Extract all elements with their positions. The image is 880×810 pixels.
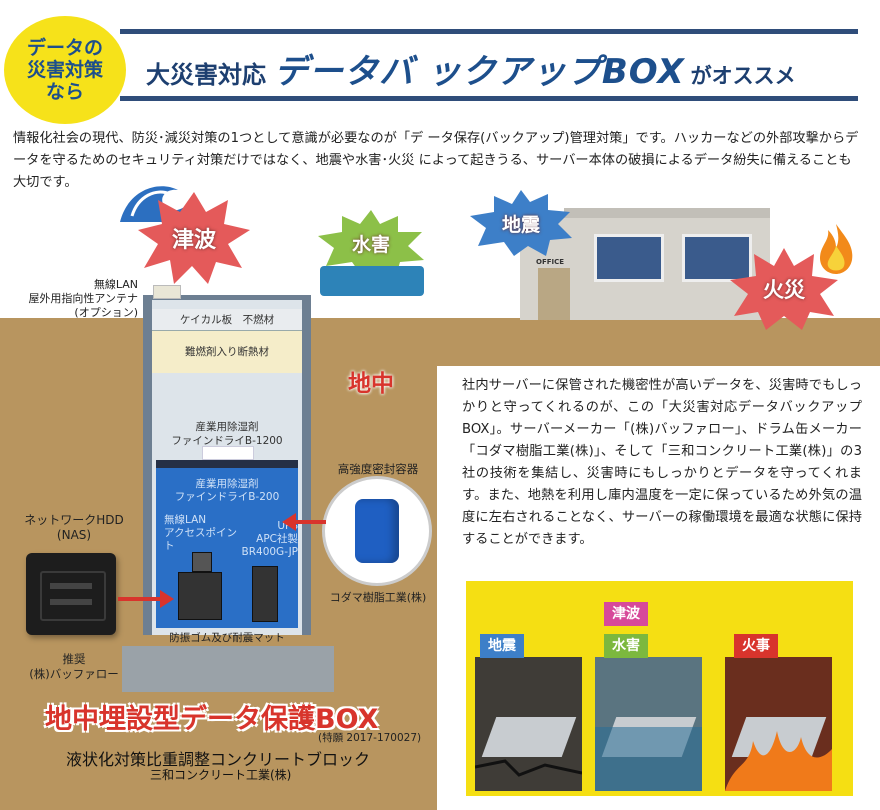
drum-icon (355, 499, 399, 563)
water-overlay (595, 727, 702, 791)
dehumidifier-pack (202, 446, 254, 460)
arrow-right-icon (118, 590, 174, 608)
access-point-device (192, 552, 212, 572)
nas-unit-in-box (178, 572, 222, 620)
building-window (594, 234, 664, 282)
title-main: データバ ックアップBOX (274, 52, 685, 92)
nas-caption-line-2: (株)バッファロー (29, 667, 119, 681)
header-badge: データの 災害対策 なら (4, 16, 126, 124)
nas-caption: 推奨 (株)バッファロー (20, 652, 128, 682)
flames-icon (725, 731, 832, 791)
badge-line-2: 災害対策 (26, 59, 103, 81)
badge-line-3: なら (45, 81, 84, 103)
panel-quake (475, 657, 582, 791)
panel-fire (725, 657, 832, 791)
antenna-icon (153, 285, 181, 299)
container-photo (322, 476, 432, 586)
badge-line-1: データの (26, 37, 103, 59)
arrow-left-icon (282, 513, 326, 531)
fire-label: 火災 (763, 278, 805, 302)
product-maker: 三和コンクリート工業(株) (150, 768, 292, 782)
dryer1-line-2: ファインドライB-1200 (171, 435, 283, 447)
tsunami-label: 津波 (171, 228, 216, 253)
crack-icon (475, 759, 582, 777)
header-rule-top (120, 29, 858, 34)
nas-caption-line-1: 推奨 (62, 652, 86, 666)
product-title: 地中埋設型データ保護BOX (45, 704, 379, 735)
tag-flood: 水害 (604, 634, 648, 658)
intro-paragraph: 情報化社会の現代、防災･減災対策の1つとして意識が必要なのが「デ ータ保存(バッ… (13, 131, 859, 190)
ups-line-3: BR400G-JP (241, 546, 298, 558)
description-paragraph: 社内サーバーに保管された機密性が高いデータを、災害時でもしっかりと守ってくれるの… (462, 378, 862, 547)
burst-quake: 地震 (468, 188, 574, 258)
underground-label: 地中 (348, 371, 394, 397)
quake-label: 地震 (501, 213, 540, 236)
building-roof (564, 208, 770, 220)
building-window (682, 234, 752, 282)
header-rule-bottom (120, 96, 858, 101)
dehumidifier-2: 産業用除湿剤 ファインドライB-200 (156, 478, 298, 504)
title-suffix: がオススメ (690, 64, 796, 88)
nas-title-line-1: ネットワークHDD (24, 513, 124, 527)
antenna-line-1: 無線LAN (93, 278, 138, 291)
nas-title: ネットワークHDD (NAS) (20, 513, 128, 543)
flood-water (320, 266, 424, 296)
antenna-label: 無線LAN 屋外用指向性アンテナ (オプション) (16, 278, 138, 320)
title-prefix: 大災害対応 (146, 61, 266, 89)
ups-device (252, 566, 278, 622)
tag-quake: 地震 (480, 634, 524, 658)
ap-line-2: アクセスポイント (164, 527, 237, 552)
burst-flood: 水害 (314, 208, 428, 278)
insulation-layer: 難燃剤入り断熱材 (152, 331, 302, 373)
dryer2-line-2: ファインドライB-200 (174, 491, 280, 503)
burst-tsunami: 津波 (136, 190, 252, 286)
concrete-block (122, 646, 334, 692)
dryer2-line-1: 産業用除湿剤 (195, 478, 259, 490)
lid-layer: ケイカル板 不燃材 (152, 309, 302, 331)
dehumidifier-1: 産業用除湿剤 ファインドライB-1200 (152, 420, 302, 448)
tag-tsunami: 津波 (604, 602, 648, 626)
building-door (538, 268, 570, 320)
page-title: 大災害対応 データバ ックアップBOX がオススメ (146, 44, 796, 92)
office-sign: OFFICE (536, 258, 565, 266)
nas-device (26, 553, 116, 635)
tag-fire: 火事 (734, 634, 778, 658)
anti-vibration-mat: 防振ゴム及び耐震マット (169, 632, 285, 644)
container-title: 高強度密封容器 (337, 462, 419, 476)
access-point-label: 無線LAN アクセスポイント (164, 514, 240, 553)
product-subtitle: 液状化対策比重調整コンクリートブロック (66, 750, 371, 769)
burst-fire: 火災 (728, 246, 840, 332)
ap-line-1: 無線LAN (164, 514, 207, 526)
patent-number: (特願 2017-170027) (318, 732, 422, 744)
panel-flood (595, 657, 702, 791)
dryer1-line-1: 産業用除湿剤 (195, 421, 259, 433)
flood-label: 水害 (351, 233, 390, 256)
antenna-line-3: (オプション) (74, 306, 138, 319)
nas-title-line-2: (NAS) (56, 528, 92, 542)
antenna-line-2: 屋外用指向性アンテナ (28, 292, 138, 305)
ups-line-2: APC社製 (256, 533, 298, 545)
flame-icon (820, 224, 853, 274)
container-caption: コダマ樹脂工業(株) (329, 591, 427, 604)
